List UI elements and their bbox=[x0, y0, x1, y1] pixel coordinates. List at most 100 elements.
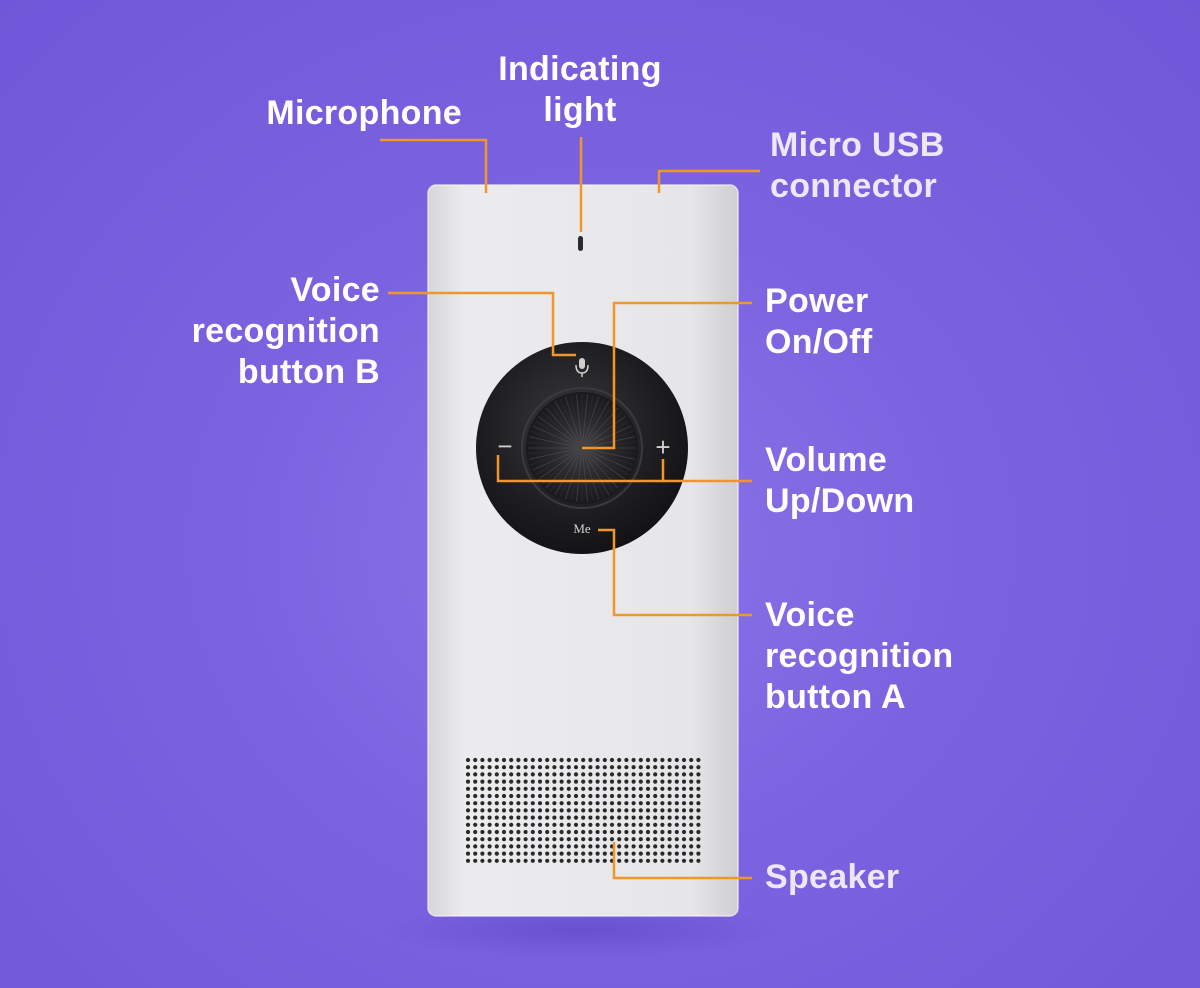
speaker-hole bbox=[581, 801, 586, 806]
speaker-hole bbox=[689, 815, 694, 820]
speaker-hole bbox=[573, 786, 579, 791]
leader-line-power bbox=[582, 301, 752, 450]
speaker-hole bbox=[689, 837, 694, 842]
speaker-hole bbox=[473, 808, 478, 813]
brushed-texture-line bbox=[581, 398, 605, 449]
speaker-hole bbox=[581, 837, 586, 842]
speaker-hole bbox=[523, 765, 528, 770]
speaker-hole bbox=[501, 858, 507, 863]
speaker-hole bbox=[653, 786, 658, 791]
speaker-hole bbox=[559, 851, 564, 856]
speaker-hole bbox=[645, 851, 651, 856]
speaker-hole bbox=[631, 786, 636, 791]
speaker-hole bbox=[530, 829, 535, 835]
speaker-hole bbox=[552, 779, 557, 784]
speaker-hole bbox=[638, 772, 643, 777]
speaker-hole bbox=[674, 801, 679, 806]
speaker-hole bbox=[689, 822, 694, 827]
speaker-hole bbox=[638, 858, 643, 863]
speaker-hole bbox=[530, 757, 535, 763]
speaker-hole bbox=[480, 815, 485, 820]
speaker-hole bbox=[523, 822, 528, 827]
speaker-hole bbox=[566, 829, 571, 835]
speaker-hole bbox=[595, 786, 600, 791]
brushed-texture-line bbox=[581, 394, 588, 449]
speaker-hole bbox=[480, 786, 485, 791]
speaker-hole bbox=[509, 815, 514, 820]
speaker-hole bbox=[480, 765, 485, 770]
speaker-hole bbox=[566, 786, 571, 791]
brushed-texture-line bbox=[549, 404, 583, 449]
microphone-icon[interactable] bbox=[575, 358, 589, 377]
speaker-hole bbox=[494, 801, 499, 806]
speaker-hole bbox=[660, 858, 665, 863]
speaker-hole bbox=[674, 829, 679, 835]
speaker-hole bbox=[624, 779, 629, 784]
speaker-hole bbox=[645, 808, 651, 813]
speaker-hole bbox=[609, 779, 615, 784]
speaker-hole bbox=[660, 779, 665, 784]
speaker-hole bbox=[566, 822, 571, 827]
speaker-hole bbox=[681, 844, 687, 849]
brushed-texture-line bbox=[581, 401, 610, 449]
speaker-hole bbox=[545, 851, 550, 856]
speaker-hole bbox=[516, 793, 521, 799]
speaker-hole bbox=[487, 765, 492, 770]
speaker-hole bbox=[530, 786, 535, 791]
speaker-hole bbox=[473, 786, 478, 791]
speaker-hole bbox=[653, 837, 658, 842]
speaker-hole bbox=[523, 858, 528, 863]
speaker-hole bbox=[681, 822, 687, 827]
volume-up-icon[interactable]: + bbox=[655, 432, 670, 462]
speaker-hole bbox=[473, 837, 478, 842]
speaker-hole bbox=[566, 772, 571, 777]
speaker-hole bbox=[581, 808, 586, 813]
me-button-label[interactable]: Me bbox=[573, 521, 591, 536]
speaker-hole bbox=[537, 801, 543, 806]
speaker-hole bbox=[660, 808, 665, 813]
brushed-texture-line bbox=[530, 430, 583, 449]
brushed-texture-line bbox=[581, 447, 615, 492]
speaker-hole bbox=[573, 772, 579, 777]
leader-line-voice-b bbox=[388, 291, 576, 357]
speaker-hole bbox=[631, 851, 636, 856]
speaker-hole bbox=[473, 829, 478, 835]
speaker-hole bbox=[617, 829, 622, 835]
brushed-texture-line bbox=[554, 447, 583, 495]
speaker-hole bbox=[501, 829, 507, 835]
speaker-hole bbox=[588, 822, 593, 827]
speaker-hole bbox=[674, 844, 679, 849]
speaker-hole bbox=[595, 772, 600, 777]
speaker-hole bbox=[595, 808, 600, 813]
label-power-on-off: Power On/Off bbox=[765, 282, 873, 361]
speaker-hole bbox=[494, 765, 499, 770]
speaker-hole bbox=[653, 801, 658, 806]
volume-down-icon[interactable]: − bbox=[497, 431, 512, 461]
brushed-texture-line bbox=[545, 407, 583, 449]
label-microphone: Microphone bbox=[266, 94, 462, 132]
speaker-hole bbox=[617, 772, 622, 777]
brushed-texture-line bbox=[530, 447, 583, 466]
speaker-hole bbox=[473, 815, 478, 820]
speaker-hole bbox=[537, 757, 543, 763]
speaker-hole bbox=[624, 829, 629, 835]
speaker-hole bbox=[487, 844, 492, 849]
speaker-hole bbox=[523, 837, 528, 842]
speaker-hole bbox=[581, 765, 586, 770]
speaker-hole bbox=[667, 837, 672, 842]
speaker-hole bbox=[617, 858, 622, 863]
speaker-hole bbox=[509, 822, 514, 827]
speaker-hole bbox=[638, 844, 643, 849]
speaker-hole bbox=[473, 779, 478, 784]
speaker-hole bbox=[509, 851, 514, 856]
speaker-hole bbox=[545, 779, 550, 784]
speaker-hole bbox=[480, 851, 485, 856]
brushed-texture-line bbox=[581, 396, 600, 449]
speaker-hole bbox=[588, 829, 593, 835]
speaker-hole bbox=[645, 793, 651, 799]
speaker-hole bbox=[660, 815, 665, 820]
speaker-hole bbox=[667, 786, 672, 791]
speaker-hole bbox=[523, 815, 528, 820]
brushed-texture-line bbox=[576, 447, 583, 502]
speaker-hole bbox=[588, 851, 593, 856]
